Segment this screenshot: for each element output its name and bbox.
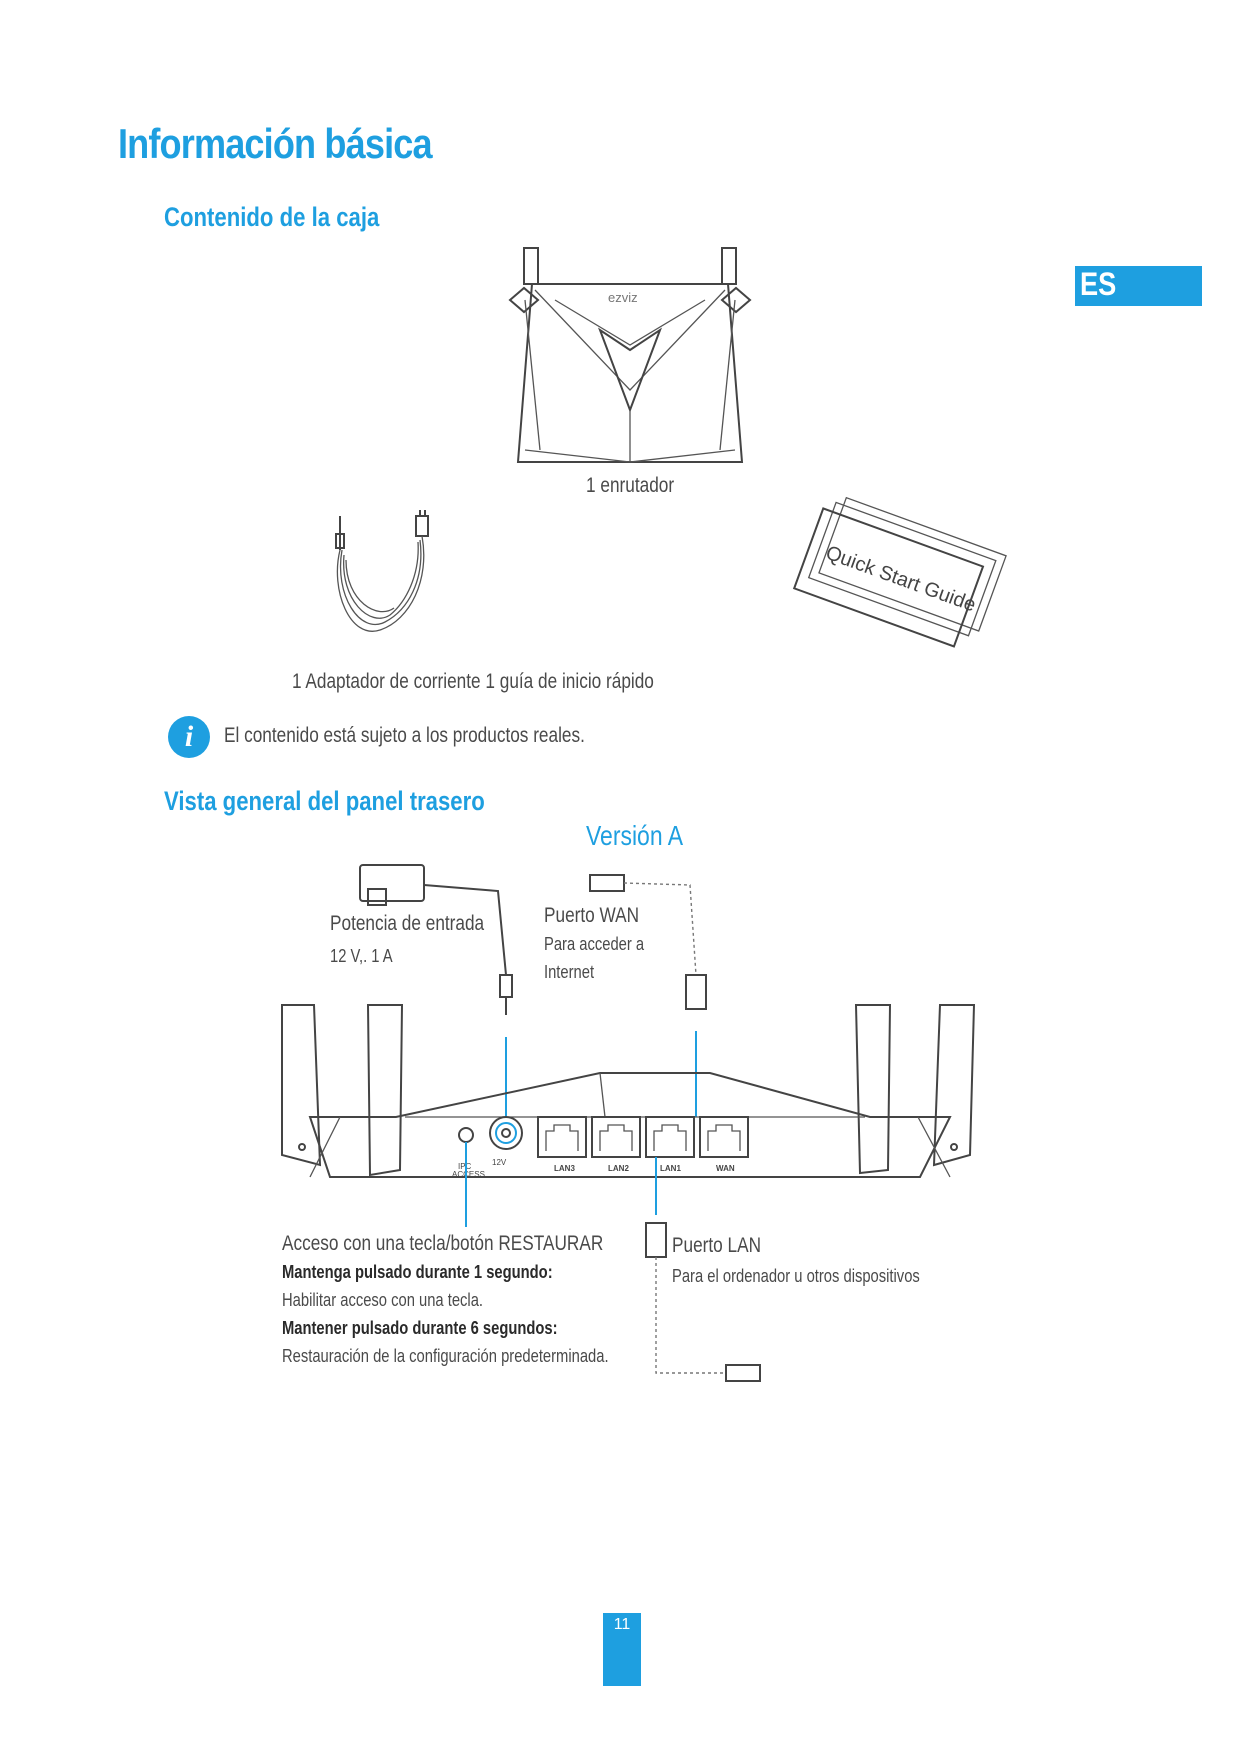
language-tab [1075, 266, 1202, 306]
reset-hold1-title: Mantenga pulsado durante 1 segundo: [282, 1262, 553, 1282]
info-icon: i [168, 716, 210, 758]
box-items-label: 1 Adaptador de corriente 1 guía de inici… [292, 670, 654, 693]
power-input-title: Potencia de entrada [330, 912, 485, 935]
quick-start-guide-illustration: Quick Start Guide [792, 496, 1007, 648]
ipc-port-label: IPC [458, 1162, 472, 1171]
section-heading-rear-panel: Vista general del panel trasero [164, 786, 485, 816]
dc-port-label: 12V [492, 1158, 507, 1167]
section-heading-box-contents: Contenido de la caja [164, 202, 380, 232]
guide-cover-text: Quick Start Guide [823, 542, 979, 617]
lan1-port-label: LAN1 [660, 1164, 681, 1173]
version-label: Versión A [586, 820, 684, 851]
power-adapter-illustration [335, 510, 429, 632]
lan-cable-illustration [655, 1257, 761, 1382]
lan-port-desc: Para el ordenador u otros dispositivos [672, 1266, 920, 1286]
wan-port-label: WAN [716, 1164, 735, 1173]
lan3-port-label: LAN3 [554, 1164, 575, 1173]
router-label: 1 enrutador [586, 474, 675, 497]
wan-port-desc-line2: Internet [544, 962, 595, 982]
reset-hold1-desc: Habilitar acceso con una tecla. [282, 1290, 484, 1310]
router-rear-illustration: IPC ACCESS 12V LAN3 LAN2 LAN1 WAN [281, 864, 976, 1258]
reset-hold6-desc: Restauración de la configuración predete… [282, 1346, 609, 1366]
reset-hold6-title: Mantener pulsado durante 6 segundos: [282, 1318, 558, 1338]
page-number: 11 [613, 1616, 631, 1633]
access-port-label: ACCESS [452, 1170, 485, 1179]
router-brand-logo: ezviz [608, 290, 638, 305]
power-input-spec: 12 V,. 1 A [330, 946, 393, 966]
language-tab-label: ES [1080, 266, 1117, 302]
page-title: Información básica [118, 120, 433, 167]
wan-port-desc-line1: Para acceder a [544, 934, 645, 954]
wan-port-title: Puerto WAN [544, 904, 640, 927]
reset-button-title: Acceso con una tecla/botón RESTAURAR [282, 1232, 604, 1255]
lan-port-title: Puerto LAN [672, 1234, 762, 1257]
contents-note: El contenido está sujeto a los productos… [224, 724, 585, 747]
page-number-box [603, 1613, 641, 1686]
lan2-port-label: LAN2 [608, 1164, 629, 1173]
router-front-illustration: ezviz [508, 247, 752, 463]
